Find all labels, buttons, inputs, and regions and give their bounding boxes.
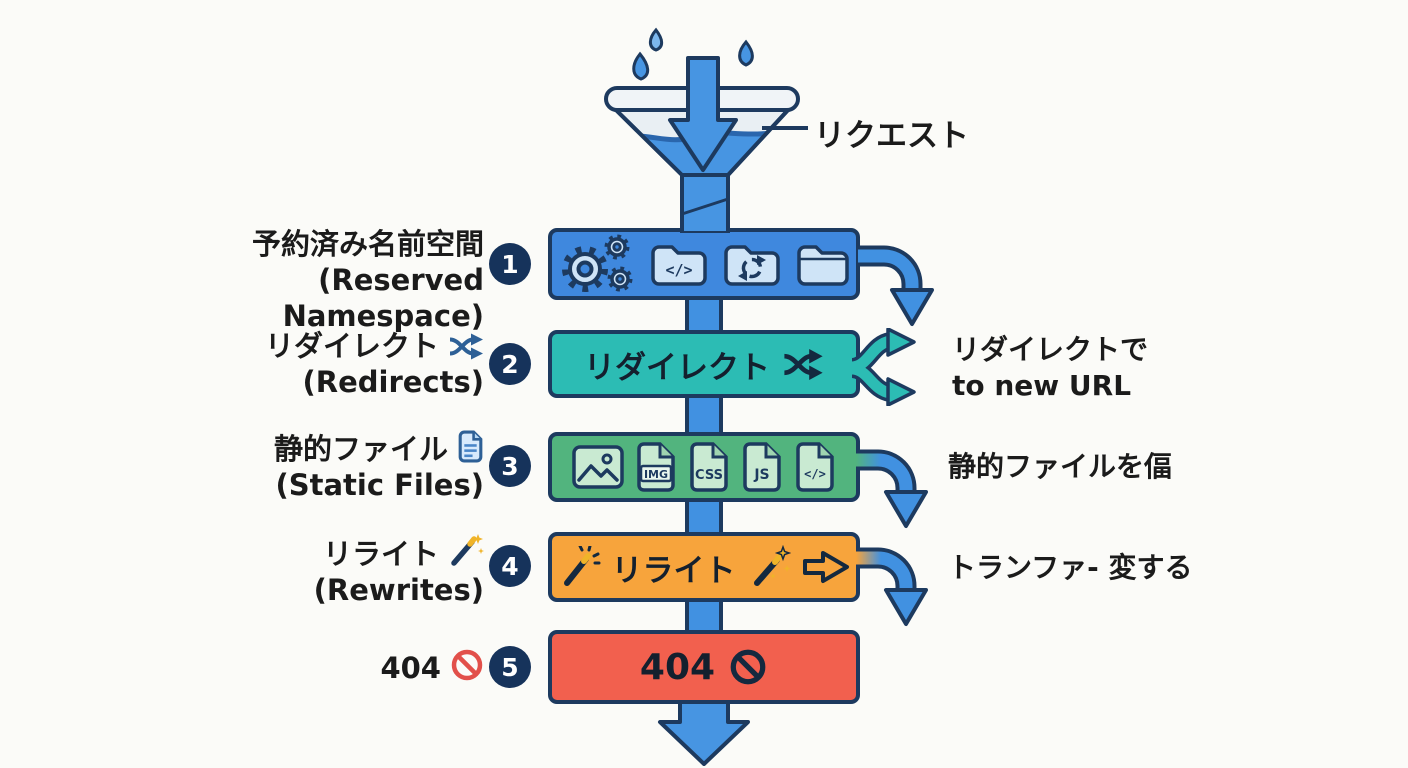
notfound-box-text: 404 (639, 646, 716, 688)
incoming-request-arrow-icon (668, 56, 738, 172)
magic-wand-burst-icon (563, 546, 600, 586)
stage5-number-badge: 5 (489, 646, 531, 688)
sync-folder-icon (723, 245, 780, 286)
code-folder-icon: </> (650, 245, 707, 286)
stage1-number-badge: 1 (489, 243, 531, 285)
shuffle-icon (784, 348, 823, 380)
redirect-box-text: リダイレクト (584, 349, 770, 386)
stage3-label-en: (Static Files) (275, 468, 484, 502)
document-icon (458, 430, 483, 463)
stage3-exit-arrow (856, 449, 928, 528)
stage2-label-jp: リダイレクト (212, 328, 484, 364)
blocked-icon (451, 649, 483, 681)
magic-wand-sparkles-icon (753, 545, 791, 586)
stage4-rewrites-box: リライト (548, 532, 860, 602)
stage3-number-badge: 3 (489, 445, 531, 487)
stage2-redirects-box: リダイレクト (548, 330, 860, 398)
stage3-label: 静的ファイル (Static Files) (212, 430, 484, 503)
stage1-label: 予約済み名前空間 (Reserved Namespace) (212, 226, 484, 334)
stage5-label-text: 404 (380, 651, 441, 685)
shuffle-icon (449, 333, 483, 360)
request-label: リクエスト (814, 118, 969, 154)
img-file-icon: IMG (637, 442, 675, 492)
blocked-icon (730, 649, 766, 685)
magic-wand-icon (451, 534, 484, 566)
stage4-label-en: (Rewrites) (313, 573, 484, 607)
svg-text:IMG: IMG (644, 468, 668, 481)
stage4-number-badge: 4 (489, 545, 531, 587)
svg-text:JS: JS (753, 467, 769, 483)
stage5-404-box: 404 (548, 630, 860, 704)
stage4-label-jp: リライト (212, 532, 484, 572)
stage4-side-note: トランファ- 変する (948, 551, 1193, 584)
stage2-label: リダイレクト (Redirects) (212, 328, 484, 400)
stage4-label: リライト (Rewrites) (212, 532, 484, 608)
stage2-label-en: (Redirects) (302, 365, 485, 399)
stage1-label-en: (Reserved Namespace) (282, 263, 484, 333)
stage4-exit-arrow (856, 547, 928, 626)
rewrite-box-text: リライト (611, 552, 736, 589)
svg-text:</>: </> (665, 261, 692, 279)
gears-icon (561, 234, 632, 292)
stage3-side-note: 静的ファイルを偪 (948, 450, 1173, 483)
image-icon (572, 445, 624, 489)
css-file-icon: CSS (690, 442, 728, 492)
stage1-label-jp: 予約済み名前空間 (251, 227, 484, 261)
folder-icon (796, 245, 849, 286)
stage2-side-note: リダイレクトで to new URL (952, 333, 1149, 402)
funnel-icon (604, 27, 808, 233)
stage1-exit-arrow (858, 245, 934, 326)
arrow-right-icon (802, 551, 849, 583)
stage3-static-files-box: IMG CSS JS </> (548, 432, 860, 502)
stage1-reserved-namespace-box: </> (548, 228, 860, 300)
stage5-label: 404 (212, 648, 484, 686)
stage3-label-jp: 静的ファイル (212, 430, 484, 467)
bottom-exit-arrow (658, 700, 750, 766)
js-file-icon: JS (743, 442, 781, 492)
code-file-icon: </> (796, 442, 834, 492)
stage2-split-arrow (852, 328, 916, 406)
stage2-number-badge: 2 (489, 343, 531, 385)
svg-text:CSS: CSS (695, 468, 723, 483)
svg-text:</>: </> (804, 467, 826, 481)
